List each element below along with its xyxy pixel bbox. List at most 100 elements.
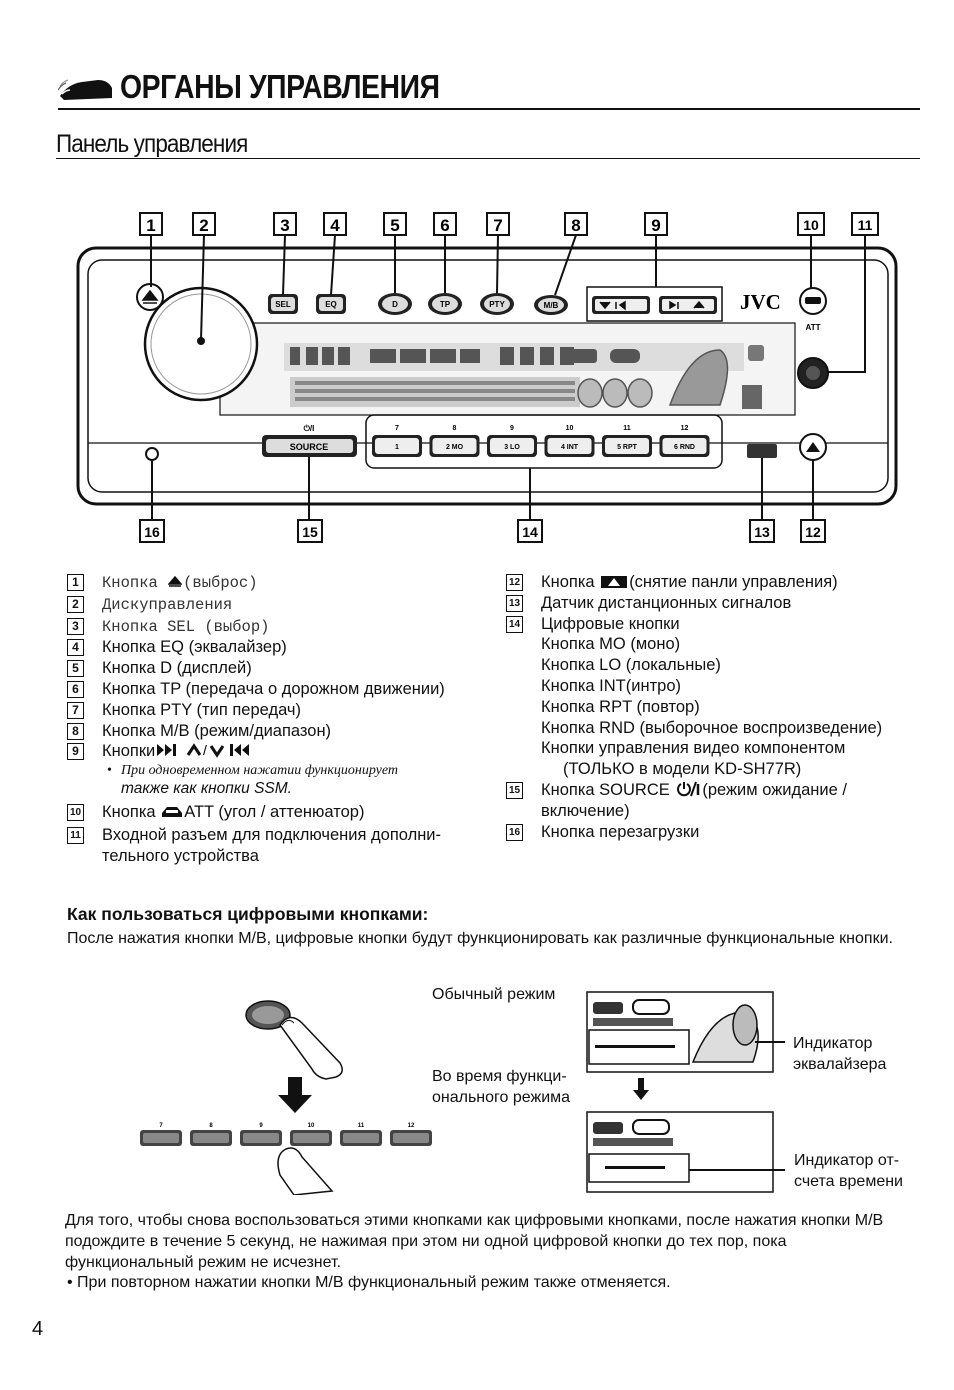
small-number-button-6: 12: [390, 1123, 432, 1146]
howto-heading: Как пользоваться цифровыми кнопками:: [67, 904, 429, 924]
small-number-button-3: 9: [240, 1123, 282, 1146]
tp-button[interactable]: TP: [428, 293, 462, 315]
svg-text:2: 2: [199, 216, 208, 235]
aux-input-jack[interactable]: [797, 357, 829, 389]
remote-sensor: [747, 444, 777, 458]
footer-paragraph: Для того, чтобы снова воспользоваться эт…: [65, 1212, 884, 1271]
svg-text:15: 15: [302, 524, 318, 540]
callout-4: 4: [323, 212, 347, 236]
preset-top-label: 10: [566, 425, 574, 432]
legend-subitem-rpt: Кнопка RPT (повтор): [541, 697, 700, 716]
svg-text:3: 3: [280, 216, 289, 235]
mb-button[interactable]: M/B: [534, 295, 568, 315]
svg-text:6: 6: [440, 216, 449, 235]
legend-subitem-int: Кнопка INT(интро): [541, 676, 681, 695]
page-title: ОРГАНЫ УПРАВЛЕНИЯ: [120, 68, 440, 105]
legend-subitem-model: (ТОЛЬКО в модели KD-SH77R): [563, 760, 802, 779]
legend-subitem-lo: Кнопка LO (локальные): [541, 656, 721, 675]
label-timer-2: счета времени: [794, 1173, 903, 1190]
pty-button[interactable]: PTY: [480, 293, 514, 315]
preset-button-label: 2 MO: [446, 444, 464, 451]
legend-item-1: 1 Кнопка (выброс): [67, 572, 497, 594]
callout-12: 12: [800, 519, 826, 543]
brand-logo: JVC: [740, 290, 781, 314]
label-functional-2: онального режима: [432, 1089, 571, 1106]
seek-buttons[interactable]: [586, 286, 723, 322]
source-button[interactable]: SOURCE ⏻/I: [262, 424, 357, 457]
eq-button[interactable]: EQ: [316, 294, 346, 314]
callout-3: 3: [273, 212, 297, 236]
page-number: 4: [32, 1318, 44, 1340]
control-panel-diagram: 1 2 3 4 5 6 7 8 9 10 11 SEL EQ D TP PTY …: [76, 212, 898, 543]
preset-button-label: 1: [395, 444, 399, 451]
preset-button-1[interactable]: 17: [372, 425, 422, 457]
preset-button-3[interactable]: 3 LO9: [487, 425, 537, 457]
small-button-top-label: 12: [408, 1123, 415, 1129]
small-button-top-label: 7: [159, 1123, 163, 1129]
panel-release-button[interactable]: [799, 433, 827, 461]
control-dial[interactable]: [143, 286, 259, 402]
small-number-button-2: 8: [190, 1123, 232, 1146]
down-arrow-icon: [278, 1077, 312, 1113]
att-label: ATT: [806, 323, 821, 332]
svg-text:13: 13: [754, 524, 770, 540]
callout-6: 6: [433, 212, 457, 236]
small-number-button-4: 10: [290, 1123, 332, 1146]
label-eq-2: эквалайзера: [793, 1056, 887, 1073]
preset-button-2[interactable]: 2 MO 8: [429, 425, 480, 457]
callout-14: 14: [517, 519, 543, 543]
mb-button-pressed: [245, 1000, 291, 1030]
callout-1: 1: [139, 212, 163, 236]
reset-button[interactable]: [145, 447, 159, 461]
display-functional: [586, 1111, 774, 1193]
small-number-button-5: 11: [340, 1123, 382, 1146]
preset-top-label: 7: [395, 425, 399, 432]
down-arrow-small-icon: [633, 1078, 649, 1100]
callout-15: 15: [297, 519, 323, 543]
callout-5: 5: [383, 212, 407, 236]
callout-11: 11: [851, 212, 879, 236]
svg-text:12: 12: [805, 524, 821, 540]
preset-button-label: 4 INT: [561, 444, 579, 451]
display-normal: [586, 991, 774, 1073]
svg-text:D: D: [392, 300, 398, 309]
tilt-icon: [162, 807, 183, 818]
svg-text:TP: TP: [440, 300, 451, 309]
preset-button-4[interactable]: 4 INT 10: [544, 425, 595, 457]
callout-10: 10: [797, 212, 825, 236]
svg-text:SEL: SEL: [275, 300, 291, 309]
eject-icon: [168, 575, 183, 587]
label-functional-1: Во время функци-: [432, 1068, 567, 1085]
callout-9: 9: [644, 212, 668, 236]
sel-button[interactable]: SEL: [268, 294, 298, 314]
label-timer-1: Индикатор от-: [794, 1152, 900, 1169]
section-subtitle-bar: Панель управления: [56, 128, 920, 159]
callout-2: 2: [192, 212, 216, 236]
preset-top-label: 8: [453, 425, 457, 432]
preset-button-label: 6 RND: [674, 444, 695, 451]
car-section-icon: [58, 79, 112, 100]
svg-text:EQ: EQ: [325, 300, 337, 309]
panel-release-icon: [601, 576, 628, 588]
d-button[interactable]: D: [378, 293, 412, 315]
small-button-top-label: 10: [308, 1123, 315, 1129]
small-number-button-1: 7: [140, 1123, 182, 1146]
svg-text:7: 7: [493, 216, 502, 235]
callout-13: 13: [749, 519, 775, 543]
svg-text:11: 11: [858, 217, 873, 233]
svg-text:5: 5: [390, 216, 399, 235]
att-button[interactable]: [799, 287, 827, 315]
small-button-top-label: 11: [358, 1123, 365, 1129]
preset-button-label: 3 LO: [504, 444, 520, 451]
